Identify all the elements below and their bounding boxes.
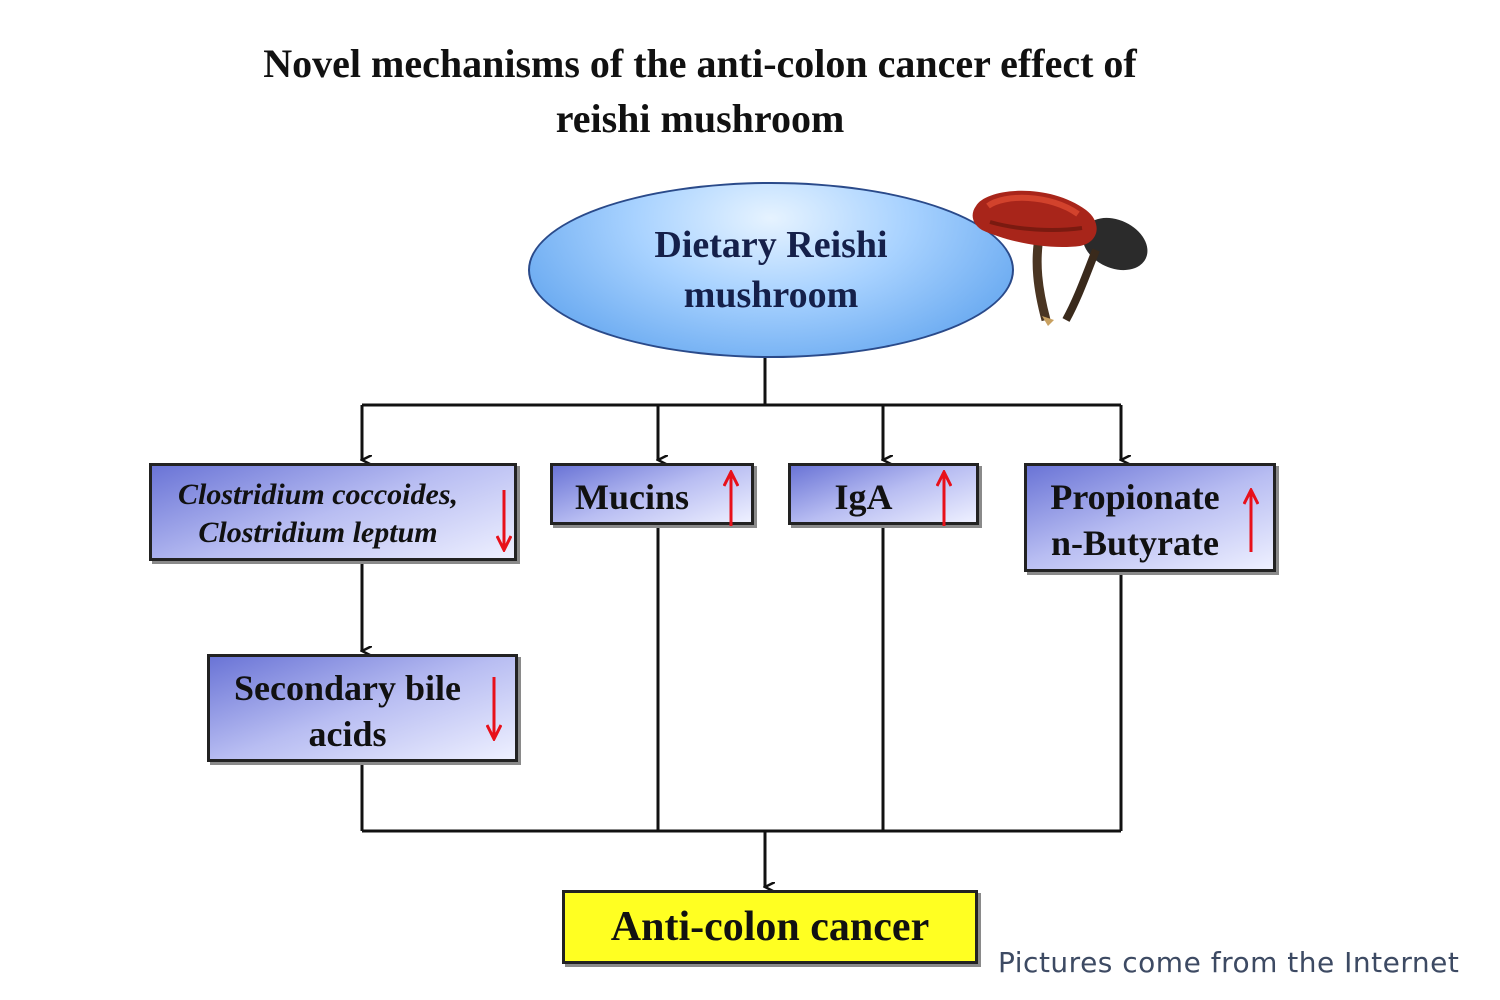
scfa-node: Propionate n-Butyrate [1024, 463, 1276, 572]
diagram-title: Novel mechanisms of the anti-colon cance… [150, 36, 1250, 146]
dietary-reishi-node: Dietary Reishi mushroom [528, 182, 1014, 358]
iga-label: IgA [834, 477, 893, 517]
dietary-reishi-line-2: mushroom [683, 274, 859, 316]
mucins-node: Mucins [550, 463, 754, 526]
image-attribution: Pictures come from the Internet [998, 946, 1460, 979]
bile-line-1: Secondary bile [233, 668, 461, 708]
clostridium-node: Clostridium coccoides, Clostridium leptu… [149, 463, 517, 561]
anti-colon-cancer-node: Anti-colon cancer [562, 890, 978, 964]
scfa-line-2: n-Butyrate [1051, 523, 1219, 563]
clostridium-line-2: Clostridium leptum [198, 516, 438, 549]
reishi-mushroom-image [972, 190, 1148, 326]
secondary-bile-acids-node: Secondary bile acids [207, 654, 518, 762]
decrease-arrow-icon [496, 490, 512, 552]
mucins-label: Mucins [574, 477, 689, 517]
iga-node: IgA [788, 463, 979, 526]
increase-arrow-icon [936, 470, 952, 526]
title-line-1: Novel mechanisms of the anti-colon cance… [263, 41, 1137, 86]
decrease-arrow-icon [486, 677, 502, 741]
scfa-line-1: Propionate [1050, 477, 1220, 517]
anti-colon-cancer-label: Anti-colon cancer [610, 904, 930, 950]
bile-line-2: acids [308, 714, 387, 754]
increase-arrow-icon [1243, 488, 1259, 552]
dietary-reishi-line-1: Dietary Reishi [654, 224, 888, 266]
increase-arrow-icon [723, 470, 739, 526]
title-line-2: reishi mushroom [555, 96, 845, 141]
clostridium-line-1: Clostridium coccoides, [178, 478, 458, 511]
